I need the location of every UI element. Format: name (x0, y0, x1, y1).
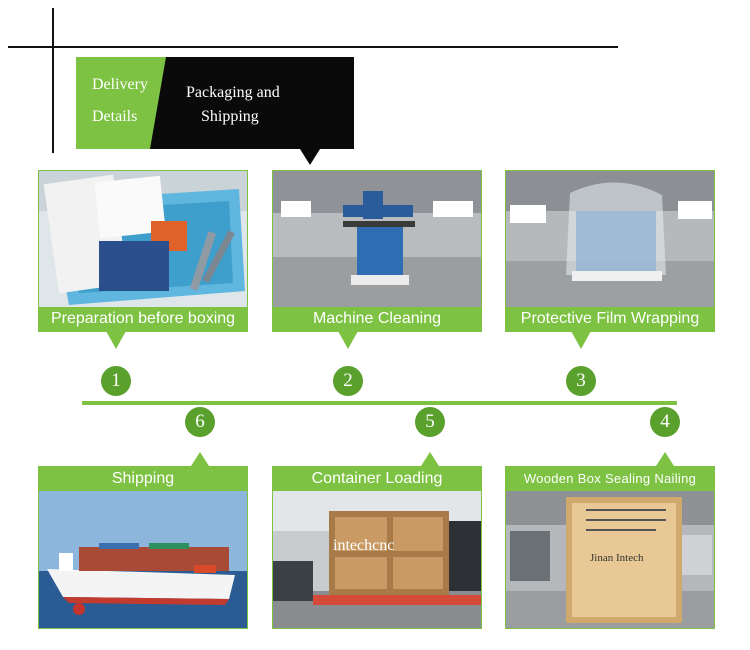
cnc-machine-in-warehouse-photo (273, 171, 481, 307)
tools-in-blue-box-photo (39, 171, 247, 307)
step-number-5: 5 (415, 407, 445, 437)
step-number-6: 6 (185, 407, 215, 437)
crate-brand-label: intechcnc (333, 537, 395, 554)
container-ship-photo (39, 491, 247, 628)
packaging-tab-shape (150, 57, 354, 165)
delivery-tab-line1: Delivery (92, 76, 148, 93)
packaging-tab-line1: Packaging and (186, 84, 280, 101)
film-wrapped-machine-photo (506, 171, 714, 307)
step-number-1: 1 (101, 366, 131, 396)
step-caption-1: Preparation before boxing (39, 307, 247, 331)
step-caption-3: Protective Film Wrapping (506, 307, 714, 331)
step-caption-2: Machine Cleaning (273, 307, 481, 331)
pointer-up-6 (191, 452, 209, 466)
step-number-4: 4 (650, 407, 680, 437)
pointer-down-3 (571, 331, 591, 349)
pointer-up-5 (421, 452, 439, 466)
step-number-3: 3 (566, 366, 596, 396)
step-card-shipping: Shipping (38, 466, 248, 629)
sealed-wooden-crate-photo (506, 491, 714, 628)
step-caption-4: Wooden Box Sealing Nailing (506, 467, 714, 491)
packaging-tab-line2: Shipping (201, 108, 259, 125)
crate-on-truck-photo (273, 491, 481, 628)
crate-maker-label: Jinan Intech (590, 552, 644, 564)
step-card-preparation: Preparation before boxing (38, 170, 248, 332)
header-horizontal-line (8, 46, 618, 48)
step-number-2: 2 (333, 366, 363, 396)
timeline-separator (82, 401, 677, 405)
step-card-cleaning: Machine Cleaning (272, 170, 482, 332)
delivery-tab-line2: Details (92, 108, 138, 125)
step-card-container-loading: Container Loading intechcnc (272, 466, 482, 629)
pointer-down-2 (338, 331, 358, 349)
header-vertical-line (52, 8, 54, 153)
step-caption-6: Shipping (39, 467, 247, 491)
pointer-down-1 (106, 331, 126, 349)
step-card-wrapping: Protective Film Wrapping (505, 170, 715, 332)
pointer-up-4 (656, 452, 674, 466)
step-card-wooden-box: Wooden Box Sealing Nailing Jinan Intech (505, 466, 715, 629)
step-caption-5: Container Loading (273, 467, 481, 491)
packaging-shipping-tab: Packaging and Shipping (150, 57, 354, 165)
